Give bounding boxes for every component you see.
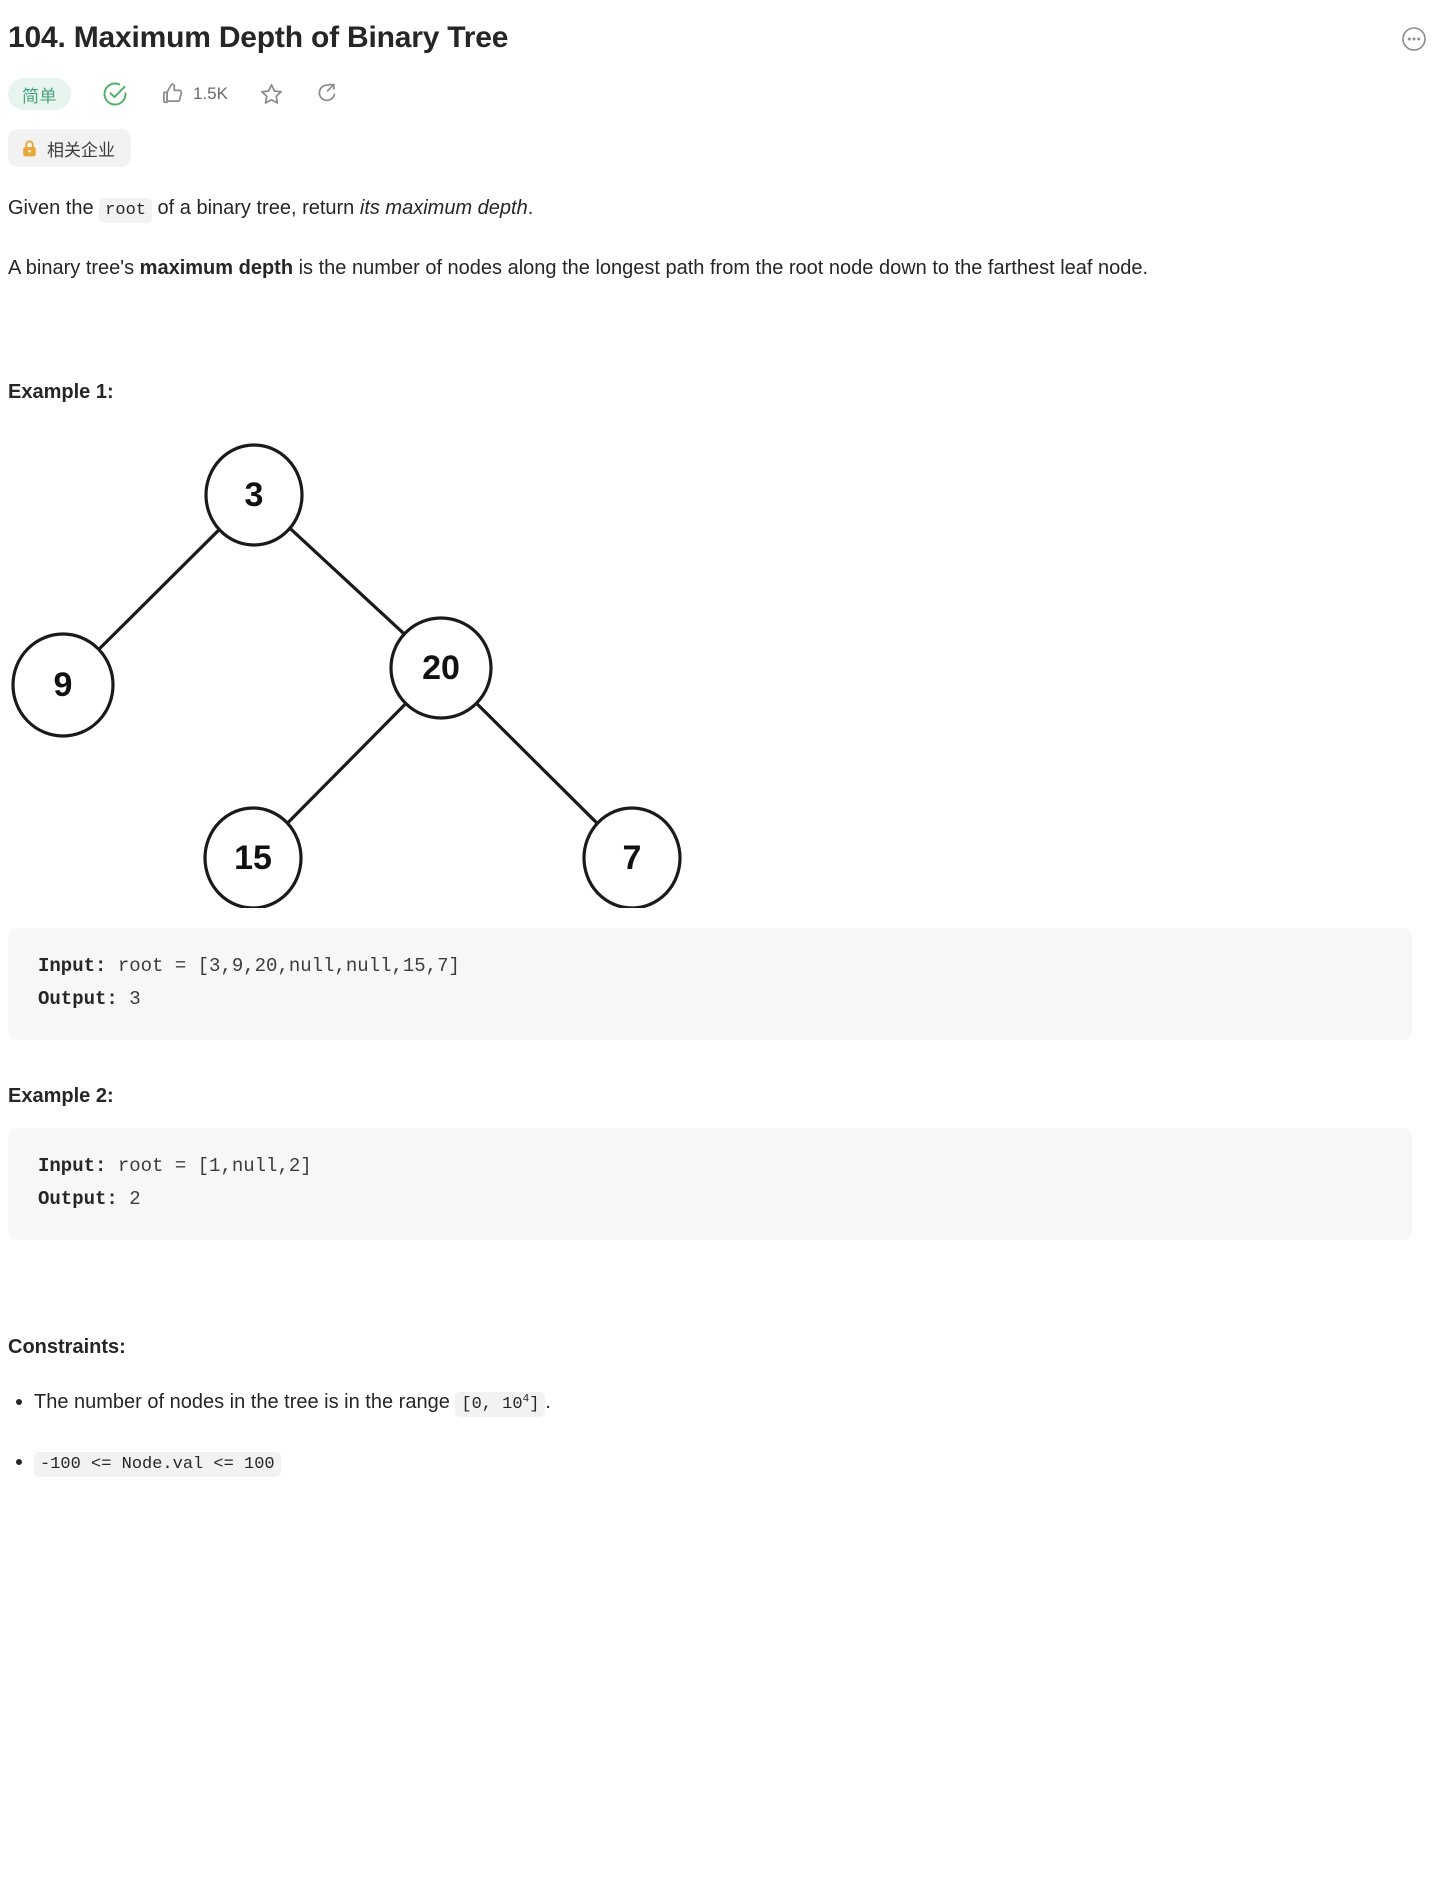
related-companies-label: 相关企业 (47, 140, 115, 160)
tree-edge (97, 527, 221, 651)
constraint-1-text: The number of nodes in the tree is in th… (34, 1391, 456, 1413)
page-title: 104. Maximum Depth of Binary Tree (8, 21, 509, 54)
tree-node-3: 3 (204, 443, 304, 547)
desc-p2-before: A binary tree's (8, 257, 140, 279)
desc-p1-mid: of a binary tree, return (151, 197, 360, 219)
constraint-1-code-tail: ] (529, 1395, 540, 1414)
ex2-input-label: Input: (38, 1155, 107, 1177)
ex1-input-value: root = [3,9,20,null,null,15,7] (106, 955, 460, 977)
desc-p1-emphasis: its maximum depth (359, 197, 528, 219)
constraints-heading: Constraints: (8, 1336, 126, 1358)
desc-p1-before: Given the (8, 197, 100, 219)
constraint-1-code-base: [0, 10 (461, 1395, 523, 1414)
related-companies-button[interactable]: 相关企业 (8, 129, 131, 167)
tree-node-20: 20 (389, 616, 493, 720)
check-circle-icon[interactable] (101, 78, 129, 110)
constraint-item: The number of nodes in the tree is in th… (16, 1387, 1442, 1420)
title-row: 104. Maximum Depth of Binary Tree (8, 18, 1442, 58)
thumbs-up-icon (163, 83, 183, 104)
star-icon[interactable] (258, 78, 285, 110)
share-icon[interactable] (315, 78, 341, 110)
ellipsis-circle-icon[interactable] (1398, 23, 1430, 55)
meta-row: 简单 1.5K (8, 77, 1442, 111)
inline-code-root: root (99, 198, 152, 223)
tree-node-label: 3 (245, 476, 264, 514)
difficulty-badge[interactable]: 简单 (8, 78, 71, 110)
description-paragraph-1: Given the root of a binary tree, return … (8, 193, 1408, 226)
constraint-item: -100 <= Node.val <= 100 (16, 1447, 1442, 1480)
tree-edges (97, 526, 599, 826)
likes-count: 1.5K (193, 84, 228, 103)
tree-node-label: 20 (422, 649, 460, 687)
lock-icon (21, 139, 38, 158)
tree-edge (285, 701, 408, 825)
binary-tree-diagram: 3 9 20 15 7 (8, 418, 728, 908)
constraints-list: The number of nodes in the tree is in th… (8, 1387, 1442, 1480)
tree-node-label: 15 (234, 839, 272, 877)
ex1-output-value: 3 (117, 988, 141, 1010)
tree-nodes: 3 9 20 15 7 (11, 443, 682, 908)
tree-node-15: 15 (203, 806, 303, 908)
description-paragraph-2: A binary tree's maximum depth is the num… (8, 253, 1408, 284)
ex2-output-label: Output: (38, 1188, 118, 1210)
constraint-1-code: [0, 104] (455, 1392, 546, 1417)
example-1-heading: Example 1: (8, 381, 114, 403)
ex2-output-value: 2 (117, 1188, 141, 1210)
constraint-1-text-after: . (545, 1391, 551, 1413)
thumbs-up-button[interactable]: 1.5K (159, 78, 228, 110)
desc-p1-after: . (527, 197, 534, 219)
example-2-code-block: Input: root = [1,null,2] Output: 2 (8, 1128, 1412, 1240)
example-2-heading: Example 2: (8, 1085, 114, 1107)
constraint-2-code: -100 <= Node.val <= 100 (34, 1452, 281, 1477)
ex1-output-label: Output: (38, 988, 118, 1010)
tree-node-label: 7 (623, 839, 642, 877)
problem-content: 104. Maximum Depth of Binary Tree 简单 (0, 18, 1450, 1480)
ex2-input-value: root = [1,null,2] (106, 1155, 312, 1177)
tree-edge (288, 526, 406, 636)
tree-node-9: 9 (11, 632, 115, 738)
tree-node-label: 9 (54, 666, 73, 704)
desc-p2-strong: maximum depth (139, 257, 294, 279)
desc-p2-after: is the number of nodes along the longest… (293, 257, 1149, 279)
tree-node-7: 7 (582, 806, 682, 908)
ex1-input-label: Input: (38, 955, 107, 977)
tree-edge (474, 701, 599, 826)
constraint-1-code-superscript: 4 (522, 1393, 530, 1406)
example-1-code-block: Input: root = [3,9,20,null,null,15,7] Ou… (8, 928, 1412, 1040)
